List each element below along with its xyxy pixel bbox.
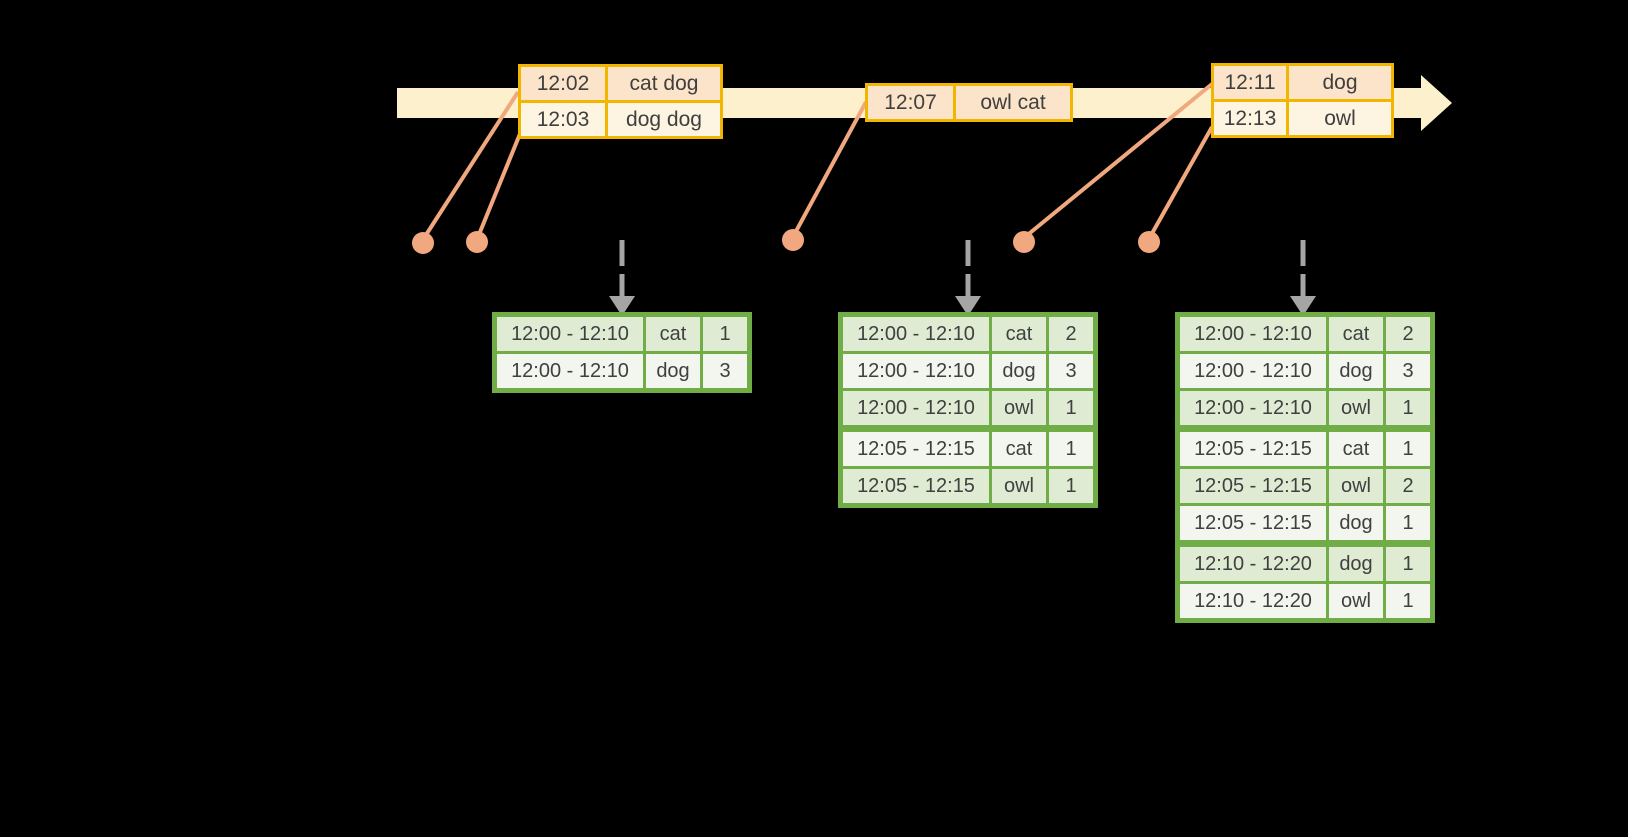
word-cell: owl xyxy=(1329,391,1383,425)
event-words-cell: owl cat xyxy=(956,86,1070,119)
count-cell: 1 xyxy=(703,317,747,351)
result-table-1: 12:00 - 12:10 cat 1 12:00 - 12:10 dog 3 xyxy=(492,312,752,393)
window-cell: 12:00 - 12:10 xyxy=(843,354,989,388)
event-row: 12:07 owl cat xyxy=(868,86,1070,119)
result-row: 12:00 - 12:10 cat 2 xyxy=(1180,317,1430,351)
connector-line xyxy=(422,90,520,240)
result-row: 12:10 - 12:20 dog 1 xyxy=(1180,547,1430,581)
window-cell: 12:00 - 12:10 xyxy=(1180,354,1326,388)
word-cell: owl xyxy=(1329,584,1383,618)
word-cell: cat xyxy=(992,432,1046,466)
word-cell: dog xyxy=(992,354,1046,388)
event-marker-dot xyxy=(412,232,434,254)
count-cell: 1 xyxy=(1049,391,1093,425)
event-time-cell: 12:13 xyxy=(1214,102,1286,135)
word-cell: cat xyxy=(1329,432,1383,466)
count-cell: 1 xyxy=(1386,547,1430,581)
count-cell: 1 xyxy=(1386,584,1430,618)
word-cell: cat xyxy=(646,317,700,351)
word-cell: dog xyxy=(1329,547,1383,581)
trigger-arrows xyxy=(619,240,1306,298)
window-cell: 12:00 - 12:10 xyxy=(1180,391,1326,425)
word-cell: cat xyxy=(1329,317,1383,351)
word-cell: cat xyxy=(992,317,1046,351)
count-cell: 2 xyxy=(1386,469,1430,503)
count-cell: 2 xyxy=(1049,317,1093,351)
trigger-arrow-icon xyxy=(1290,296,1316,316)
result-table-2: 12:00 - 12:10 cat 2 12:00 - 12:10 dog 3 … xyxy=(838,312,1098,508)
result-table-3: 12:00 - 12:10 cat 2 12:00 - 12:10 dog 3 … xyxy=(1175,312,1435,623)
connector-line xyxy=(1023,82,1214,239)
count-cell: 2 xyxy=(1386,317,1430,351)
window-cell: 12:05 - 12:15 xyxy=(843,432,989,466)
trigger-arrow-icon xyxy=(955,296,981,316)
count-cell: 3 xyxy=(1386,354,1430,388)
timeline-arrowhead-icon xyxy=(1421,75,1452,131)
result-row: 12:05 - 12:15 owl 1 xyxy=(843,469,1093,503)
window-cell: 12:10 - 12:20 xyxy=(1180,584,1326,618)
event-words-cell: cat dog xyxy=(608,67,720,100)
count-cell: 1 xyxy=(1386,391,1430,425)
window-cell: 12:10 - 12:20 xyxy=(1180,547,1326,581)
connector-line xyxy=(476,123,526,238)
connector-line xyxy=(1148,126,1214,238)
result-row: 12:00 - 12:10 owl 1 xyxy=(1180,391,1430,425)
result-row: 12:05 - 12:15 dog 1 xyxy=(1180,506,1430,540)
event-table-3: 12:11 dog 12:13 owl xyxy=(1211,63,1394,138)
count-cell: 3 xyxy=(1049,354,1093,388)
window-cell: 12:00 - 12:10 xyxy=(497,354,643,388)
window-cell: 12:05 - 12:15 xyxy=(1180,432,1326,466)
event-connector-lines xyxy=(422,82,1214,240)
window-cell: 12:00 - 12:10 xyxy=(843,317,989,351)
word-cell: dog xyxy=(646,354,700,388)
event-words-cell: owl xyxy=(1289,102,1391,135)
result-row: 12:00 - 12:10 cat 2 xyxy=(843,317,1093,351)
count-cell: 1 xyxy=(1049,469,1093,503)
event-marker-dot xyxy=(782,229,804,251)
event-row: 12:13 owl xyxy=(1214,102,1391,135)
count-cell: 1 xyxy=(1386,506,1430,540)
connector-line xyxy=(792,101,868,236)
result-row: 12:00 - 12:10 dog 3 xyxy=(1180,354,1430,388)
word-cell: owl xyxy=(992,391,1046,425)
event-row: 12:03 dog dog xyxy=(521,103,720,136)
word-cell: owl xyxy=(1329,469,1383,503)
count-cell: 3 xyxy=(703,354,747,388)
event-marker-dot xyxy=(1013,231,1035,253)
result-row: 12:05 - 12:15 cat 1 xyxy=(1180,432,1430,466)
result-row: 12:00 - 12:10 dog 3 xyxy=(843,354,1093,388)
event-words-cell: dog dog xyxy=(608,103,720,136)
event-time-cell: 12:11 xyxy=(1214,66,1286,99)
word-cell: dog xyxy=(1329,354,1383,388)
result-row: 12:05 - 12:15 owl 2 xyxy=(1180,469,1430,503)
event-row: 12:11 dog xyxy=(1214,66,1391,99)
result-row: 12:00 - 12:10 owl 1 xyxy=(843,391,1093,425)
event-table-2: 12:07 owl cat xyxy=(865,83,1073,122)
window-cell: 12:05 - 12:15 xyxy=(843,469,989,503)
word-cell: dog xyxy=(1329,506,1383,540)
event-marker-dots xyxy=(412,229,1160,254)
result-row: 12:00 - 12:10 dog 3 xyxy=(497,354,747,388)
event-time-cell: 12:03 xyxy=(521,103,605,136)
event-marker-dot xyxy=(466,231,488,253)
event-time-cell: 12:02 xyxy=(521,67,605,100)
count-cell: 1 xyxy=(1049,432,1093,466)
result-row: 12:05 - 12:15 cat 1 xyxy=(843,432,1093,466)
trigger-arrow-icon xyxy=(609,296,635,316)
window-cell: 12:05 - 12:15 xyxy=(1180,469,1326,503)
window-cell: 12:00 - 12:10 xyxy=(497,317,643,351)
result-row: 12:00 - 12:10 cat 1 xyxy=(497,317,747,351)
window-cell: 12:00 - 12:10 xyxy=(843,391,989,425)
event-table-1: 12:02 cat dog 12:03 dog dog xyxy=(518,64,723,139)
trigger-arrowheads xyxy=(609,296,1316,316)
event-marker-dot xyxy=(1138,231,1160,253)
event-words-cell: dog xyxy=(1289,66,1391,99)
result-row: 12:10 - 12:20 owl 1 xyxy=(1180,584,1430,618)
event-time-cell: 12:07 xyxy=(868,86,953,119)
event-row: 12:02 cat dog xyxy=(521,67,720,100)
count-cell: 1 xyxy=(1386,432,1430,466)
window-cell: 12:00 - 12:10 xyxy=(1180,317,1326,351)
window-cell: 12:05 - 12:15 xyxy=(1180,506,1326,540)
word-cell: owl xyxy=(992,469,1046,503)
